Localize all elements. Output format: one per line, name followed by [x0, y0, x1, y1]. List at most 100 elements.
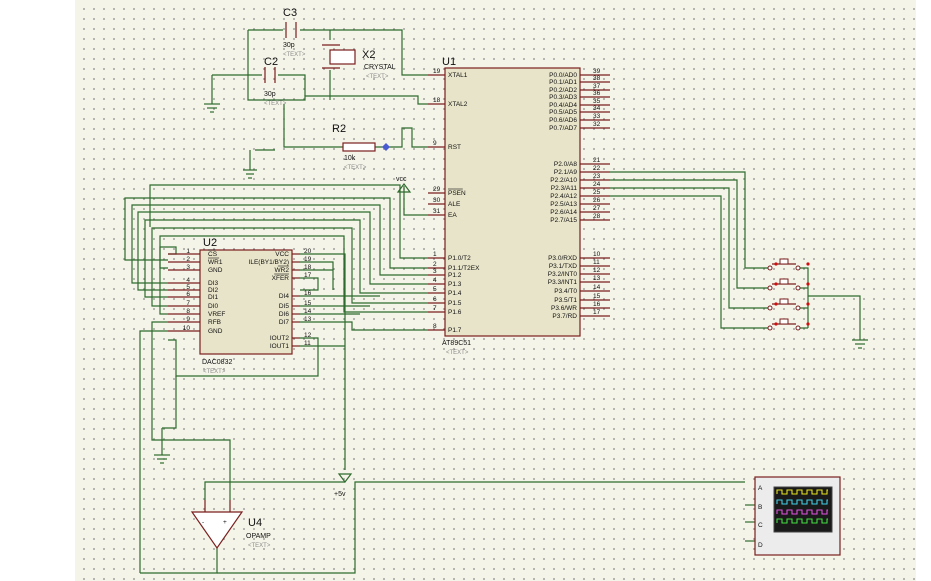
u2-pin-number: 19 — [304, 256, 312, 263]
oscilloscope-traces — [776, 489, 828, 524]
resistor-r2[interactable]: R2 10k <TEXT> — [332, 123, 390, 171]
u2-pin-number: 16 — [304, 290, 312, 297]
capacitor-c3[interactable]: C3 30p <TEXT> — [283, 7, 306, 58]
u1-pin-label: P2.4/A12 — [550, 193, 577, 200]
ground-symbols — [154, 103, 868, 464]
oscilloscope-channel-d: D — [758, 542, 763, 549]
u2-pin-number: 6 — [186, 291, 190, 298]
u1-pin-label: P0.6/AD6 — [549, 117, 577, 124]
u2-pin-label: IOUT2 — [270, 335, 290, 342]
u2-pin-label: DI6 — [279, 311, 290, 318]
u1-text-placeholder: <TEXT> — [446, 350, 469, 356]
u2-pin-label: ILE(BY1/BY2) — [249, 259, 289, 266]
oscilloscope-channel-c: C — [758, 522, 763, 529]
u1-pin-label: XTAL2 — [448, 101, 468, 108]
opamp-plus: + — [223, 519, 227, 526]
push-button[interactable] — [767, 298, 810, 311]
u1-pin-number: 10 — [593, 251, 601, 258]
u1-ref: U1 — [442, 56, 456, 68]
vcc-terminal: vcc — [396, 176, 412, 193]
u1-pin-label: P0.4/AD4 — [549, 102, 577, 109]
c3-ref: C3 — [283, 7, 297, 19]
u2-pin-label: WR2 — [275, 267, 290, 274]
u1-pin-number: 9 — [433, 140, 437, 147]
u1-pin-label: P0.2/AD2 — [549, 87, 577, 94]
u1-pin-number: 27 — [593, 205, 601, 212]
ground-symbol — [852, 339, 868, 349]
u1-pin-number: 4 — [433, 277, 437, 284]
u2-pin-number: 2 — [186, 256, 190, 263]
u4-part: OPAMP — [246, 533, 271, 540]
push-button[interactable] — [767, 258, 810, 271]
u2-pin-number: 13 — [304, 316, 312, 323]
u1-pin-number: 30 — [433, 197, 441, 204]
u1-pin-number: 26 — [593, 197, 601, 204]
capacitor-c2[interactable]: C2 30p <TEXT> — [264, 56, 287, 107]
crystal-x2[interactable]: X2 CRYSTAL <TEXT> — [322, 44, 396, 80]
u1-pin-label: P1.3 — [448, 281, 462, 288]
u2-pin-label: WR1 — [208, 259, 223, 266]
u2-pin-number: 14 — [304, 308, 312, 315]
u2-pin-number: 18 — [304, 264, 312, 271]
u1-pin-label: P1.6 — [448, 309, 462, 316]
u2-pin-label: DI2 — [208, 287, 219, 294]
x2-text-placeholder: <TEXT> — [366, 74, 389, 80]
u1-pin-label: P3.5/T1 — [554, 297, 577, 304]
u1-pin-label: P0.1/AD1 — [549, 79, 577, 86]
u1-pin-number: 19 — [433, 68, 441, 75]
u2-pin-number: 20 — [304, 248, 312, 255]
c3-text-placeholder: <TEXT> — [283, 52, 306, 58]
u1-pin-label: P3.0/RXD — [548, 255, 577, 262]
oscilloscope-trace — [776, 499, 828, 505]
u1-pin-label: PSEN — [448, 190, 466, 197]
u1-pin-label: P2.7/A15 — [550, 217, 577, 224]
u2-pin-label: DI0 — [208, 303, 219, 310]
u1-pin-label: P1.5 — [448, 300, 462, 307]
u1-pin-label: P0.7/AD7 — [549, 125, 577, 132]
u1-pin-label: ALE — [448, 201, 461, 208]
c2-text-placeholder: <TEXT> — [264, 101, 287, 107]
u1-pin-label: P1.0/T2 — [448, 255, 471, 262]
u1-pin-label: P1.2 — [448, 272, 462, 279]
u2-pin-label: DI7 — [279, 319, 290, 326]
oscilloscope-trace — [776, 509, 828, 515]
push-button[interactable] — [767, 278, 810, 291]
u1-pin-number: 13 — [593, 275, 601, 282]
microcontroller-u1[interactable]: U1 AT89C51 <TEXT> 19XTAL118XTAL29RST29PS… — [428, 56, 610, 356]
u1-pin-number: 3 — [433, 268, 437, 275]
u1-pin-label: P2.0/A8 — [554, 161, 578, 168]
push-button[interactable] — [767, 318, 810, 331]
u2-pin-label: DI1 — [208, 294, 219, 301]
u1-pin-label: P1.7 — [448, 327, 462, 334]
u1-pin-label: P2.6/A14 — [550, 209, 577, 216]
opamp-u4[interactable]: - + U4 OPAMP <TEXT> — [190, 500, 271, 550]
u1-pin-label: EA — [448, 212, 457, 219]
oscilloscope-trace — [776, 518, 828, 524]
u2-pin-number: 5 — [186, 284, 190, 291]
push-button-switches[interactable] — [767, 258, 810, 331]
u2-pin-label: XFER — [272, 275, 290, 282]
u1-pin-number: 24 — [593, 181, 601, 188]
u1-pin-number: 38 — [593, 75, 601, 82]
u2-pin-number: 10 — [183, 325, 191, 332]
u1-pin-number: 21 — [593, 157, 601, 164]
x2-ref: X2 — [362, 49, 375, 61]
ground-symbol — [154, 454, 170, 464]
u2-pin-label: IOUT1 — [270, 343, 290, 350]
c2-ref: C2 — [264, 56, 278, 68]
u1-pin-number: 37 — [593, 83, 601, 90]
u1-pin-number: 36 — [593, 90, 601, 97]
oscilloscope-channel-a: A — [758, 485, 763, 492]
u1-pin-label: P0.5/AD5 — [549, 109, 577, 116]
u2-pin-number: 12 — [304, 332, 312, 339]
u1-pin-number: 35 — [593, 98, 601, 105]
u2-pin-label: RFB — [208, 319, 221, 326]
u2-text-placeholder: <TEXT> — [203, 369, 226, 375]
u4-ref: U4 — [248, 517, 262, 529]
u1-pin-number: 25 — [593, 189, 601, 196]
u1-pin-number: 31 — [433, 208, 441, 215]
